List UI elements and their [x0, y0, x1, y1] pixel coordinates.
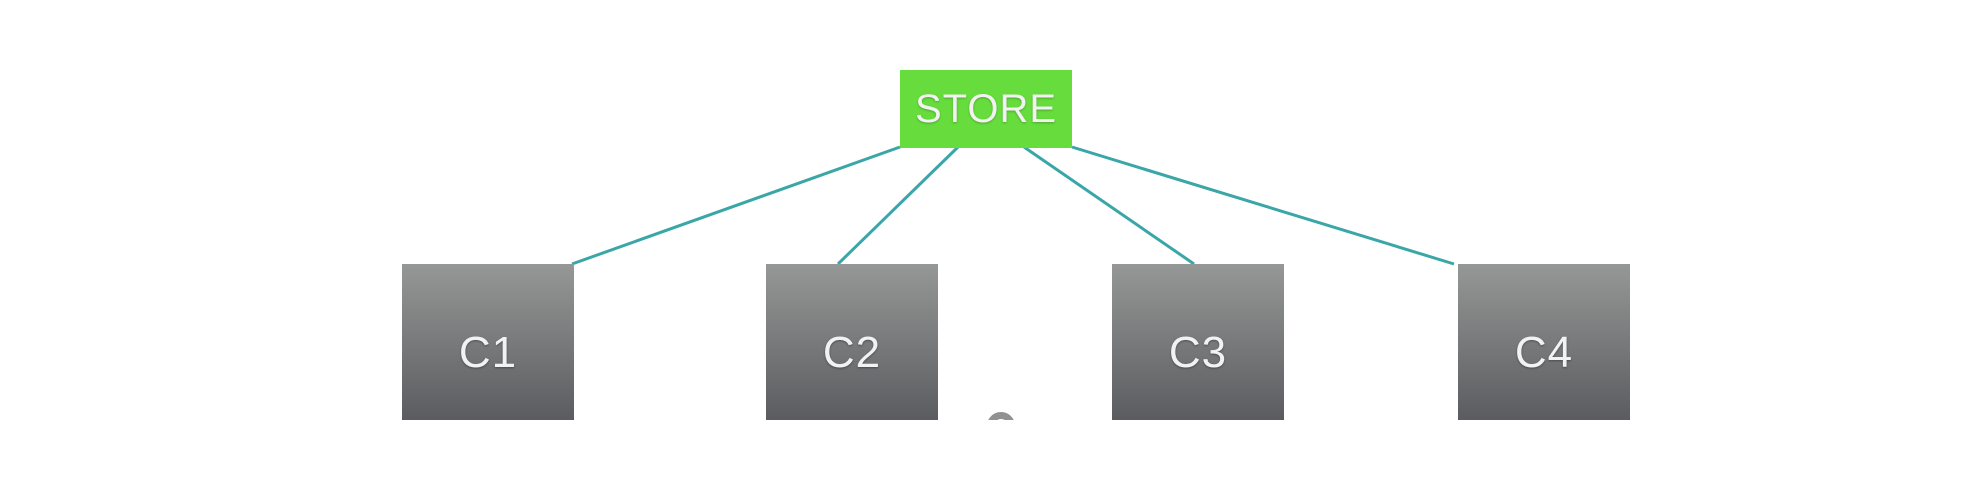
child-node-c3: C3	[1112, 264, 1284, 420]
store-label: STORE	[914, 86, 1058, 131]
child-node-c1: C1	[402, 264, 574, 420]
edge-store-c3	[1023, 145, 1195, 266]
child-label-c2: C2	[822, 328, 882, 377]
bottom-whitespace	[0, 420, 1976, 490]
child-node-c4: C4	[1458, 264, 1630, 420]
child-label-c4: C4	[1514, 328, 1574, 377]
child-node-c2: C2	[766, 264, 938, 420]
edge-store-c2	[836, 145, 960, 266]
store-node: STORE	[900, 70, 1072, 148]
edge-store-c1	[571, 145, 901, 266]
child-label-c1: C1	[458, 328, 518, 377]
child-label-c3: C3	[1168, 328, 1228, 377]
edge-store-c4	[1071, 145, 1455, 266]
